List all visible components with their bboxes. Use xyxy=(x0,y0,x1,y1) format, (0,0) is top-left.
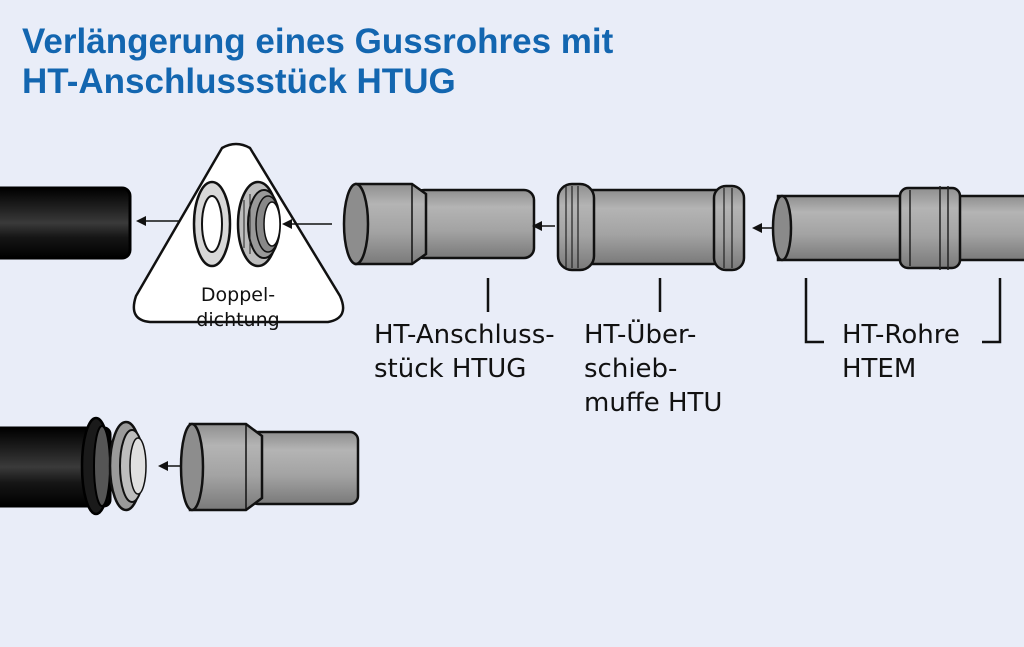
gussrohr-top xyxy=(0,186,132,260)
gussrohr-bottom xyxy=(0,416,147,516)
bracket-htem-left xyxy=(804,278,824,344)
label-htug: HT-Anschluss- stück HTUG xyxy=(374,318,555,386)
htem-rohr-top xyxy=(771,186,1024,270)
arrow-top-4-head xyxy=(752,223,762,233)
label-htug-line-1: HT-Anschluss- xyxy=(374,320,555,350)
dichtring-2 xyxy=(236,180,281,268)
htug-fitting-bottom xyxy=(179,422,360,512)
label-htu: HT-Über- schieb- muffe HTU xyxy=(584,318,722,420)
label-htem-line-2: HTEM xyxy=(842,354,917,384)
label-doppeldichtung-line-1: Doppel- xyxy=(200,284,276,306)
bracket-htem-right xyxy=(982,278,1002,344)
title-line-2: HT-Anschlussstück HTUG xyxy=(22,62,456,101)
diagram-title: Verlängerung eines Gussrohres mit HT-Ans… xyxy=(22,22,613,102)
title-line-1: Verlängerung eines Gussrohres mit xyxy=(22,22,614,61)
label-htem: HT-Rohre HTEM xyxy=(842,318,960,386)
arrow-top-1-head xyxy=(136,216,146,226)
label-htu-line-2: schieb- xyxy=(584,354,678,384)
htug-fitting-top xyxy=(342,182,536,266)
label-doppeldichtung: Doppel- dichtung xyxy=(168,283,308,333)
label-doppeldichtung-line-2: dichtung xyxy=(196,309,280,331)
htu-muffe-top xyxy=(556,182,746,272)
label-htem-line-1: HT-Rohre xyxy=(842,320,960,350)
label-htug-line-2: stück HTUG xyxy=(374,354,527,384)
label-htu-line-1: HT-Über- xyxy=(584,320,697,350)
arrow-top-3-head xyxy=(532,221,542,231)
arrow-bottom-head xyxy=(158,461,168,471)
arrow-top-2-head xyxy=(282,219,292,229)
label-htu-line-3: muffe HTU xyxy=(584,388,723,418)
dichtring-1 xyxy=(192,180,232,268)
